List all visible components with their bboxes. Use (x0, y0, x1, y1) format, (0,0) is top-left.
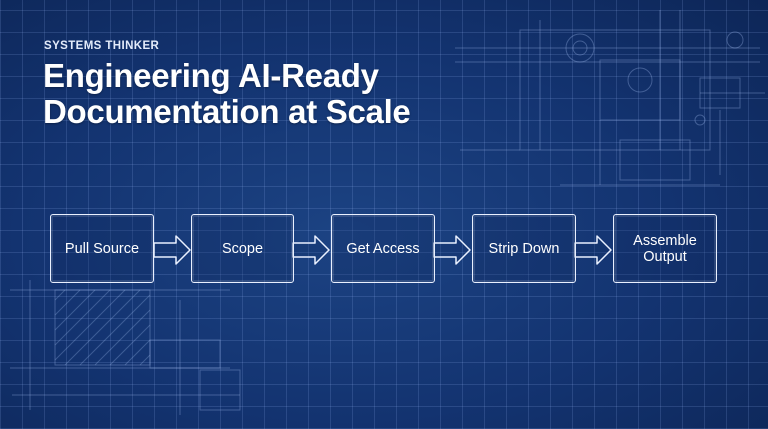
arrow-1 (153, 235, 191, 265)
step-label: Scope (221, 240, 264, 257)
step-strip-down: Strip Down (472, 214, 576, 283)
page-title: Engineering AI-Ready Documentation at Sc… (43, 57, 411, 130)
mechanical-drawing-top-right (455, 10, 765, 186)
step-label: Strip Down (488, 240, 560, 257)
step-label: Assemble Output (633, 232, 697, 265)
step-get-access: Get Access (331, 214, 435, 283)
arrow-4 (574, 235, 612, 265)
eyebrow-label: SYSTEMS THINKER (44, 40, 160, 52)
step-assemble-output: Assemble Output (613, 214, 717, 283)
step-scope: Scope (191, 214, 294, 283)
arrow-3 (433, 235, 471, 265)
step-pull-source: Pull Source (50, 214, 154, 283)
step-label: Pull Source (64, 240, 140, 257)
hatch-pattern (54, 289, 151, 366)
arrow-2 (292, 235, 330, 265)
mechanical-drawing-bottom-left (10, 280, 241, 415)
step-label: Get Access (346, 240, 420, 257)
